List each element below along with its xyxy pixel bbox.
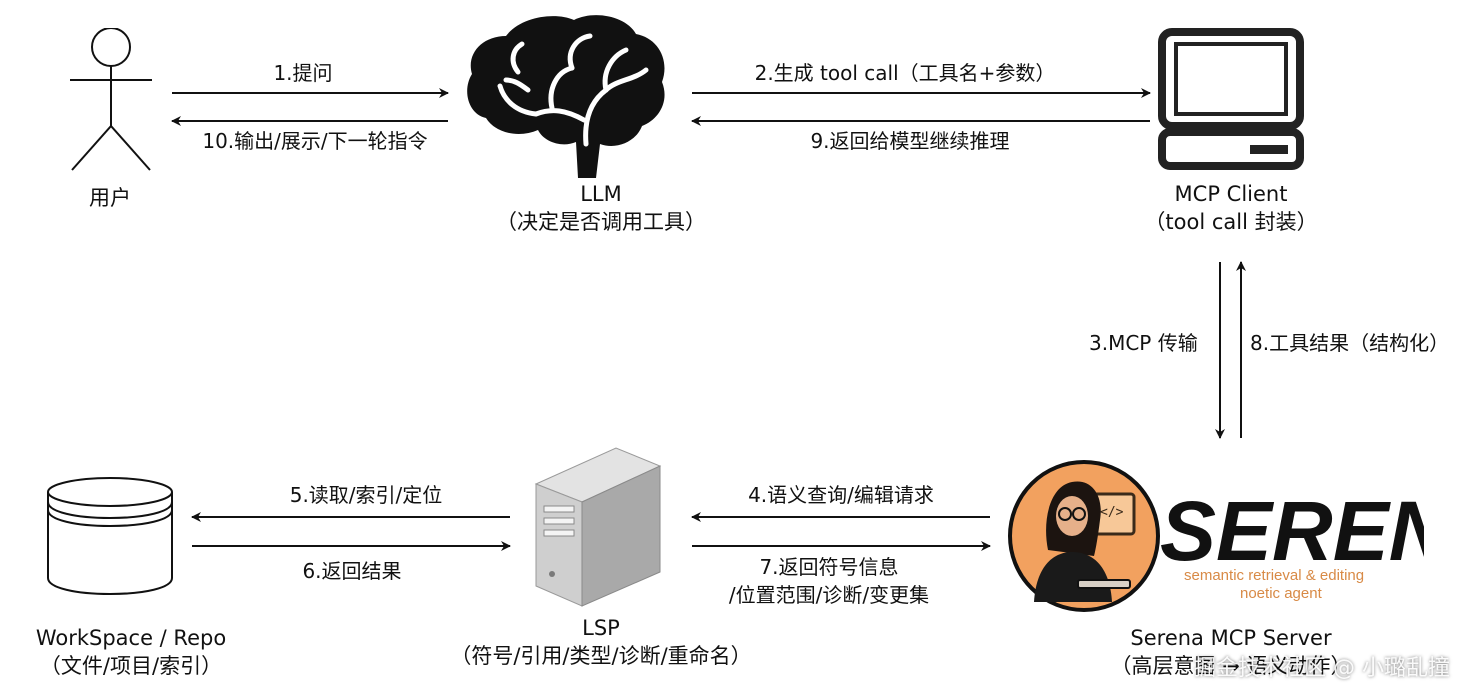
serena-logo: </> SERENA semantic retrieval & editing … bbox=[1008, 460, 1424, 612]
edge-label-5: 5.读取/索引/定位 bbox=[289, 483, 443, 507]
serena-tagline-2: noetic agent bbox=[1240, 585, 1323, 602]
edge-label-3: 3.MCP 传输 bbox=[1089, 331, 1198, 355]
lsp-sublabel: （符号/引用/类型/诊断/重命名） bbox=[450, 644, 752, 668]
workspace-sublabel: （文件/项目/索引） bbox=[39, 654, 223, 678]
user-label: 用户 bbox=[89, 186, 131, 210]
edge-label-4: 4.语义查询/编辑请求 bbox=[748, 483, 934, 507]
lsp-label: LSP bbox=[582, 616, 620, 640]
database-icon bbox=[47, 477, 173, 596]
edge-label-7a: 7.返回符号信息 bbox=[759, 555, 899, 579]
user-icon bbox=[70, 28, 152, 171]
serena-sublabel: （高层意图 → 语义动作） bbox=[1110, 654, 1352, 678]
edge-label-10: 10.输出/展示/下一轮指令 bbox=[202, 129, 428, 153]
workspace-label: WorkSpace / Repo bbox=[35, 626, 227, 650]
serena-label: Serena MCP Server bbox=[1130, 626, 1332, 650]
edge-label-6: 6.返回结果 bbox=[302, 559, 402, 583]
computer-icon bbox=[1158, 28, 1304, 170]
edge-label-9: 9.返回给模型继续推理 bbox=[810, 129, 1010, 153]
edge-label-2: 2.生成 tool call（工具名+参数） bbox=[754, 61, 1056, 85]
llm-sublabel: （决定是否调用工具） bbox=[496, 210, 706, 234]
server-icon bbox=[534, 447, 662, 607]
edge-label-7b: /位置范围/诊断/变更集 bbox=[728, 583, 930, 607]
svg-text:</>: </> bbox=[1100, 505, 1124, 520]
mcp-client-sublabel: （tool call 封装） bbox=[1144, 210, 1318, 234]
serena-logo-text: SERENA bbox=[1160, 484, 1424, 578]
watermark: 掘金技术社区 @ 小璐乱撞 bbox=[1194, 656, 1450, 681]
mcp-client-label: MCP Client bbox=[1174, 182, 1288, 206]
llm-label: LLM bbox=[580, 182, 622, 206]
edge-label-1: 1.提问 bbox=[273, 61, 333, 85]
brain-icon bbox=[467, 15, 665, 178]
edge-label-8: 8.工具结果（结构化） bbox=[1250, 331, 1450, 355]
serena-tagline-1: semantic retrieval & editing bbox=[1184, 567, 1364, 584]
